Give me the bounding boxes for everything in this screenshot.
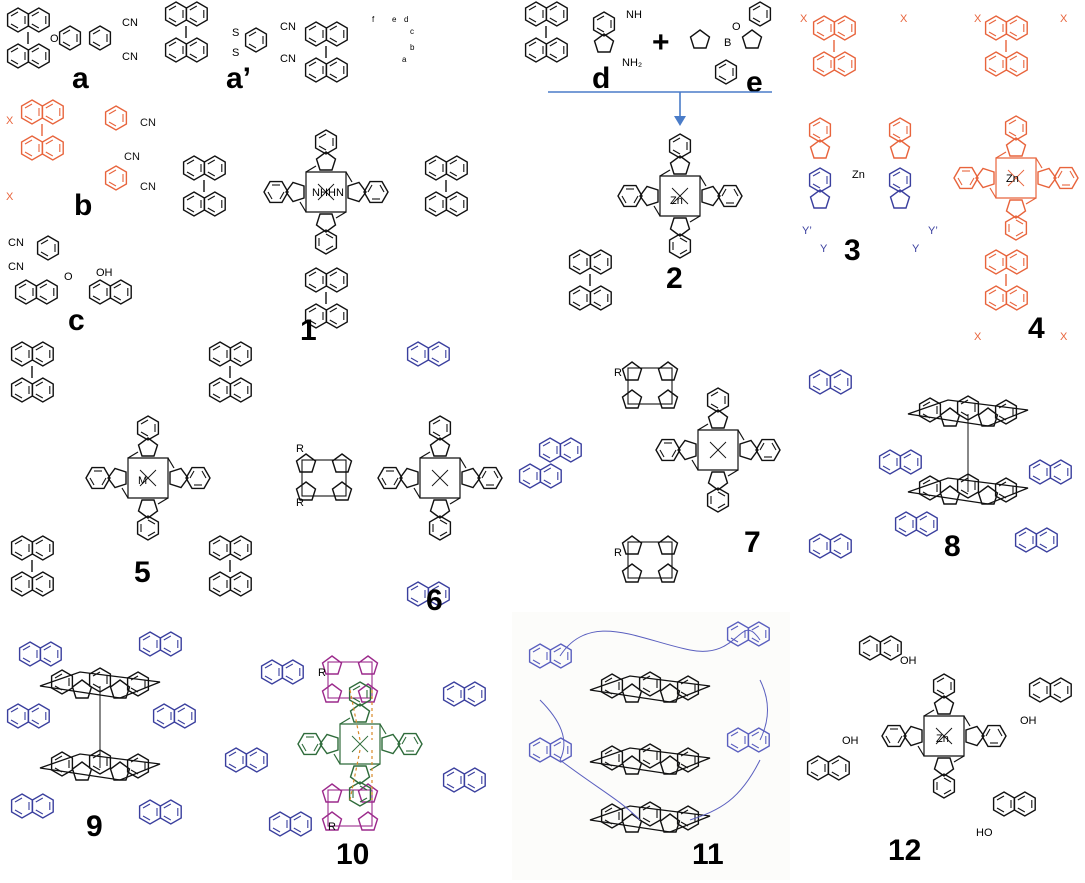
position-b: b [410,43,415,52]
atom-cn: CN [122,17,138,29]
compound-3: X X Zn Y’ Y Y’ Y 3 [800,13,938,267]
atom-nh: NH [626,9,642,21]
atom-nc: CN [8,261,24,273]
compound-label-7: 7 [744,526,761,559]
atom-nc: CN [8,237,24,249]
atom-r: R [296,443,304,455]
compound-12: OH OH OH HO Zn 12 [808,636,1072,867]
atom-y-prime: Y’ [802,225,812,237]
atom-x: X [6,115,14,127]
compound-label-d: d [592,62,610,95]
atom-y: Y [820,243,828,255]
compound-label-4: 4 [1028,312,1045,345]
atom-x: X [800,13,808,25]
position-a: a [402,55,407,64]
plus-sign: + [652,26,670,59]
compound-a: O CN CN a [8,8,138,95]
atom-nh: NH [312,187,328,199]
atom-r: R [318,667,326,679]
atom-o: O [50,33,59,45]
compound-label-6: 6 [426,584,443,617]
compound-label-c: c [68,304,85,337]
compound-c: CN CN O OH c [8,235,131,337]
atom-b: B [724,37,731,49]
atom-oh: OH [842,735,859,747]
compound-11: 11 [512,612,790,880]
atom-ho: HO [976,827,993,839]
atom-cn: CN [140,181,156,193]
compound-label-a-prime: a’ [226,62,251,95]
atom-zn: Zn [936,733,949,745]
atom-x: X [974,331,982,343]
compound-a-prime: S S CN CN a’ [166,2,296,95]
atom-r: R [614,367,622,379]
compound-10: R R 10 [226,656,486,871]
atom-oh: OH [96,267,113,279]
atom-o: O [732,21,741,33]
compound-label-1: 1 [300,314,317,347]
position-e: e [392,15,397,24]
position-c: c [410,27,414,36]
atom-oh: OH [900,655,917,667]
compound-label-3: 3 [844,234,861,267]
atom-o: O [64,271,73,283]
atom-oh: OH [1020,715,1037,727]
atom-x: X [6,191,14,203]
compound-7: R R 7 [614,362,851,582]
compound-label-a: a [72,62,89,95]
atom-nh2: NH₂ [622,57,642,69]
atom-cn: CN [280,21,296,33]
atom-x: X [1060,13,1068,25]
atom-r: R [614,547,622,559]
compound-label-10: 10 [336,838,369,871]
compound-label-5: 5 [134,556,151,589]
compound-label-11: 11 [692,838,724,871]
atom-x: X [1060,331,1068,343]
compound-9: 9 [8,632,196,843]
atom-cn: CN [280,53,296,65]
compound-e: B O e [689,1,772,99]
compound-label-e: e [746,66,763,99]
compound-label-2: 2 [666,262,683,295]
atom-x: X [974,13,982,25]
compound-5: M 5 [12,342,252,596]
compound-6: R R 6 [296,342,581,617]
atom-s: S [232,47,239,59]
compound-1: e d c b a f NH HN 1 [184,15,468,347]
compound-label-b: b [74,189,92,222]
atom-zn: Zn [670,195,683,207]
compound-8: 8 [880,396,1072,563]
atom-cn: CN [122,51,138,63]
compound-label-12: 12 [888,834,921,867]
atom-zn: Zn [1006,173,1019,185]
compound-b: X X CN CN CN b [6,100,156,222]
compound-label-8: 8 [944,530,961,563]
position-f: f [372,15,375,24]
atom-zn: Zn [852,169,865,181]
atom-y-prime: Y’ [928,225,938,237]
compound-2: Zn 2 [570,134,742,310]
atom-y: Y [912,243,920,255]
compound-label-9: 9 [86,810,103,843]
atom-cn: CN [124,151,140,163]
position-d: d [404,15,408,24]
compound-4: X X Zn X X 4 [954,13,1078,345]
compound-d: NH NH₂ d [526,2,642,95]
atom-hn: HN [328,187,344,199]
atom-m: M [138,475,147,487]
atom-cn: CN [140,117,156,129]
atom-r: R [328,821,336,833]
atom-s: S [232,27,239,39]
reaction-arrow [548,91,772,126]
atom-r: R [296,497,304,509]
atom-x: X [900,13,908,25]
